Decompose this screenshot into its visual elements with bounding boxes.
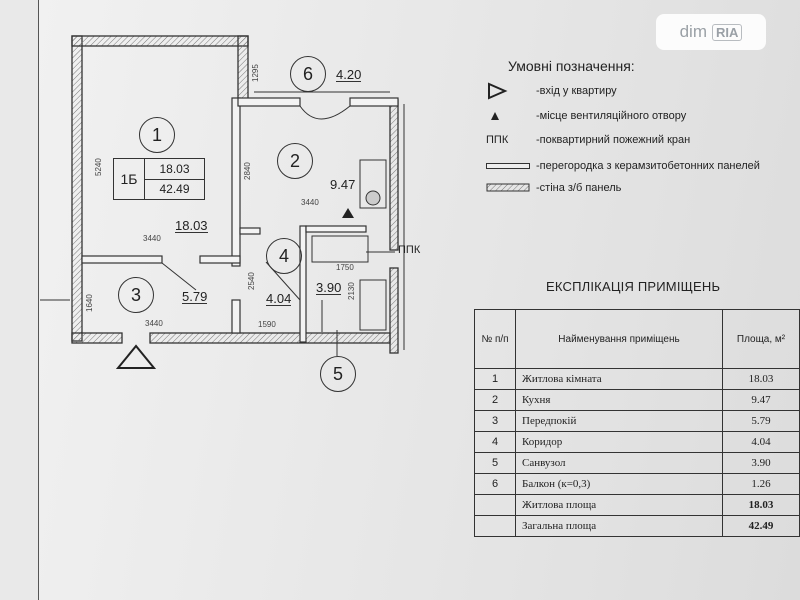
- thin-wall-icon: [486, 163, 536, 169]
- table-total-row: Житлова площа 18.03: [474, 494, 800, 516]
- dim-2540: 2540: [247, 272, 256, 290]
- row-num: 3: [474, 410, 516, 432]
- row-name: Передпокій: [515, 410, 723, 432]
- header-area: Площа, м²: [722, 309, 800, 369]
- table-header-row: № п/п Найменування приміщень Площа, м²: [474, 309, 800, 369]
- row-name: Балкон (к=0,3): [515, 473, 723, 495]
- dim-3440-c: 3440: [145, 319, 163, 328]
- header-name: Найменування приміщень: [515, 309, 723, 369]
- dim-3440-a: 3440: [143, 234, 161, 243]
- legend-ppk-text: -поквартирний пожежний кран: [536, 134, 691, 146]
- legend-title: Умовні позначення:: [508, 58, 635, 74]
- total-overall-name: Загальна площа: [515, 515, 723, 537]
- room-5-area: 3.90: [316, 280, 342, 295]
- table-row: 3 Передпокій 5.79: [474, 410, 800, 432]
- row-num: 4: [474, 431, 516, 453]
- thick-wall-icon: [486, 183, 536, 193]
- table-row: 4 Коридор 4.04: [474, 431, 800, 453]
- legend-wall-text: -стіна з/б панель: [536, 182, 622, 194]
- room-circle-5: 5: [320, 356, 356, 392]
- dim-2840: 2840: [243, 162, 252, 180]
- row-area: 1.26: [722, 473, 800, 495]
- legend-entrance-text: -вхід у квартиру: [536, 85, 617, 97]
- header-num: № п/п: [474, 309, 516, 369]
- explication-table: № п/п Найменування приміщень Площа, м² 1…: [474, 309, 800, 537]
- dim-5240: 5240: [94, 158, 103, 176]
- ppk-symbol: ППК: [486, 134, 509, 146]
- watermark-text: dim: [679, 22, 707, 41]
- legend-item-vent: -місце вентиляційного отвору: [486, 110, 686, 122]
- row-area: 3.90: [722, 452, 800, 474]
- room-6-area: 4.20: [336, 67, 362, 82]
- outer-walls: [71, 35, 399, 354]
- table-row: 6 Балкон (к=0,3) 1.26: [474, 473, 800, 495]
- apartment-total-area: 42.49: [159, 182, 190, 197]
- apartment-tag: 1Б 18.03 42.49: [113, 158, 205, 200]
- table-total-row: Загальна площа 42.49: [474, 515, 800, 537]
- apartment-living-area: 18.03: [145, 159, 204, 180]
- entrance-triangle-icon: [115, 344, 157, 369]
- dim-3440-b: 3440: [301, 198, 319, 207]
- table-row: 2 Кухня 9.47: [474, 389, 800, 411]
- row-area: 5.79: [722, 410, 800, 432]
- legend-item-entrance: -вхід у квартиру: [486, 82, 617, 100]
- room-circle-2: 2: [277, 143, 313, 179]
- row-area: 9.47: [722, 389, 800, 411]
- row-name: Санвузол: [515, 452, 723, 474]
- row-name: Коридор: [515, 431, 723, 453]
- room-3-area: 5.79: [182, 289, 208, 304]
- dim-1590: 1590: [258, 320, 276, 329]
- apartment-type: 1Б: [114, 159, 145, 199]
- legend-vent-text: -місце вентиляційного отвору: [536, 110, 687, 122]
- room-2-area: 9.47: [330, 177, 356, 192]
- row-name: Кухня: [515, 389, 723, 411]
- legend-partition-text: -перегородка з керамзитобетонних панелей: [536, 160, 760, 172]
- row-area: 4.04: [722, 431, 800, 453]
- dim-1750: 1750: [336, 263, 354, 272]
- row-name: Житлова кімната: [515, 368, 723, 390]
- watermark-logo: dim RIA: [656, 14, 766, 50]
- row-num: 1: [474, 368, 516, 390]
- room-circle-1: 1: [139, 117, 175, 153]
- room-circle-6: 6: [290, 56, 326, 92]
- room-circle-3: 3: [118, 277, 154, 313]
- total-living-area: 18.03: [722, 494, 800, 516]
- inner-walls: [81, 97, 399, 343]
- legend-item-wall: -стіна з/б панель: [486, 182, 621, 194]
- legend-item-partition: -перегородка з керамзитобетонних панелей: [486, 160, 760, 172]
- row-num: 5: [474, 452, 516, 474]
- dim-2130: 2130: [347, 282, 356, 300]
- dim-1295: 1295: [251, 64, 260, 82]
- entrance-triangle-icon: [486, 82, 536, 100]
- total-overall-area: 42.49: [722, 515, 800, 537]
- legend-item-ppk: ППК -поквартирний пожежний кран: [486, 134, 690, 146]
- ppk-label: ППК: [398, 244, 421, 256]
- row-area: 18.03: [722, 368, 800, 390]
- room-1-area: 18.03: [175, 218, 208, 233]
- total-living-name: Житлова площа: [515, 494, 723, 516]
- watermark-ria: RIA: [712, 23, 743, 41]
- row-num: 2: [474, 389, 516, 411]
- table-row: 5 Санвузол 3.90: [474, 452, 800, 474]
- vent-triangle-icon: [486, 111, 536, 121]
- explication-title: ЕКСПЛІКАЦІЯ ПРИМІЩЕНЬ: [546, 279, 721, 294]
- table-row: 1 Житлова кімната 18.03: [474, 368, 800, 390]
- room-4-area: 4.04: [266, 291, 292, 306]
- dim-1640: 1640: [85, 294, 94, 312]
- row-num: 6: [474, 473, 516, 495]
- room-circle-4: 4: [266, 238, 302, 274]
